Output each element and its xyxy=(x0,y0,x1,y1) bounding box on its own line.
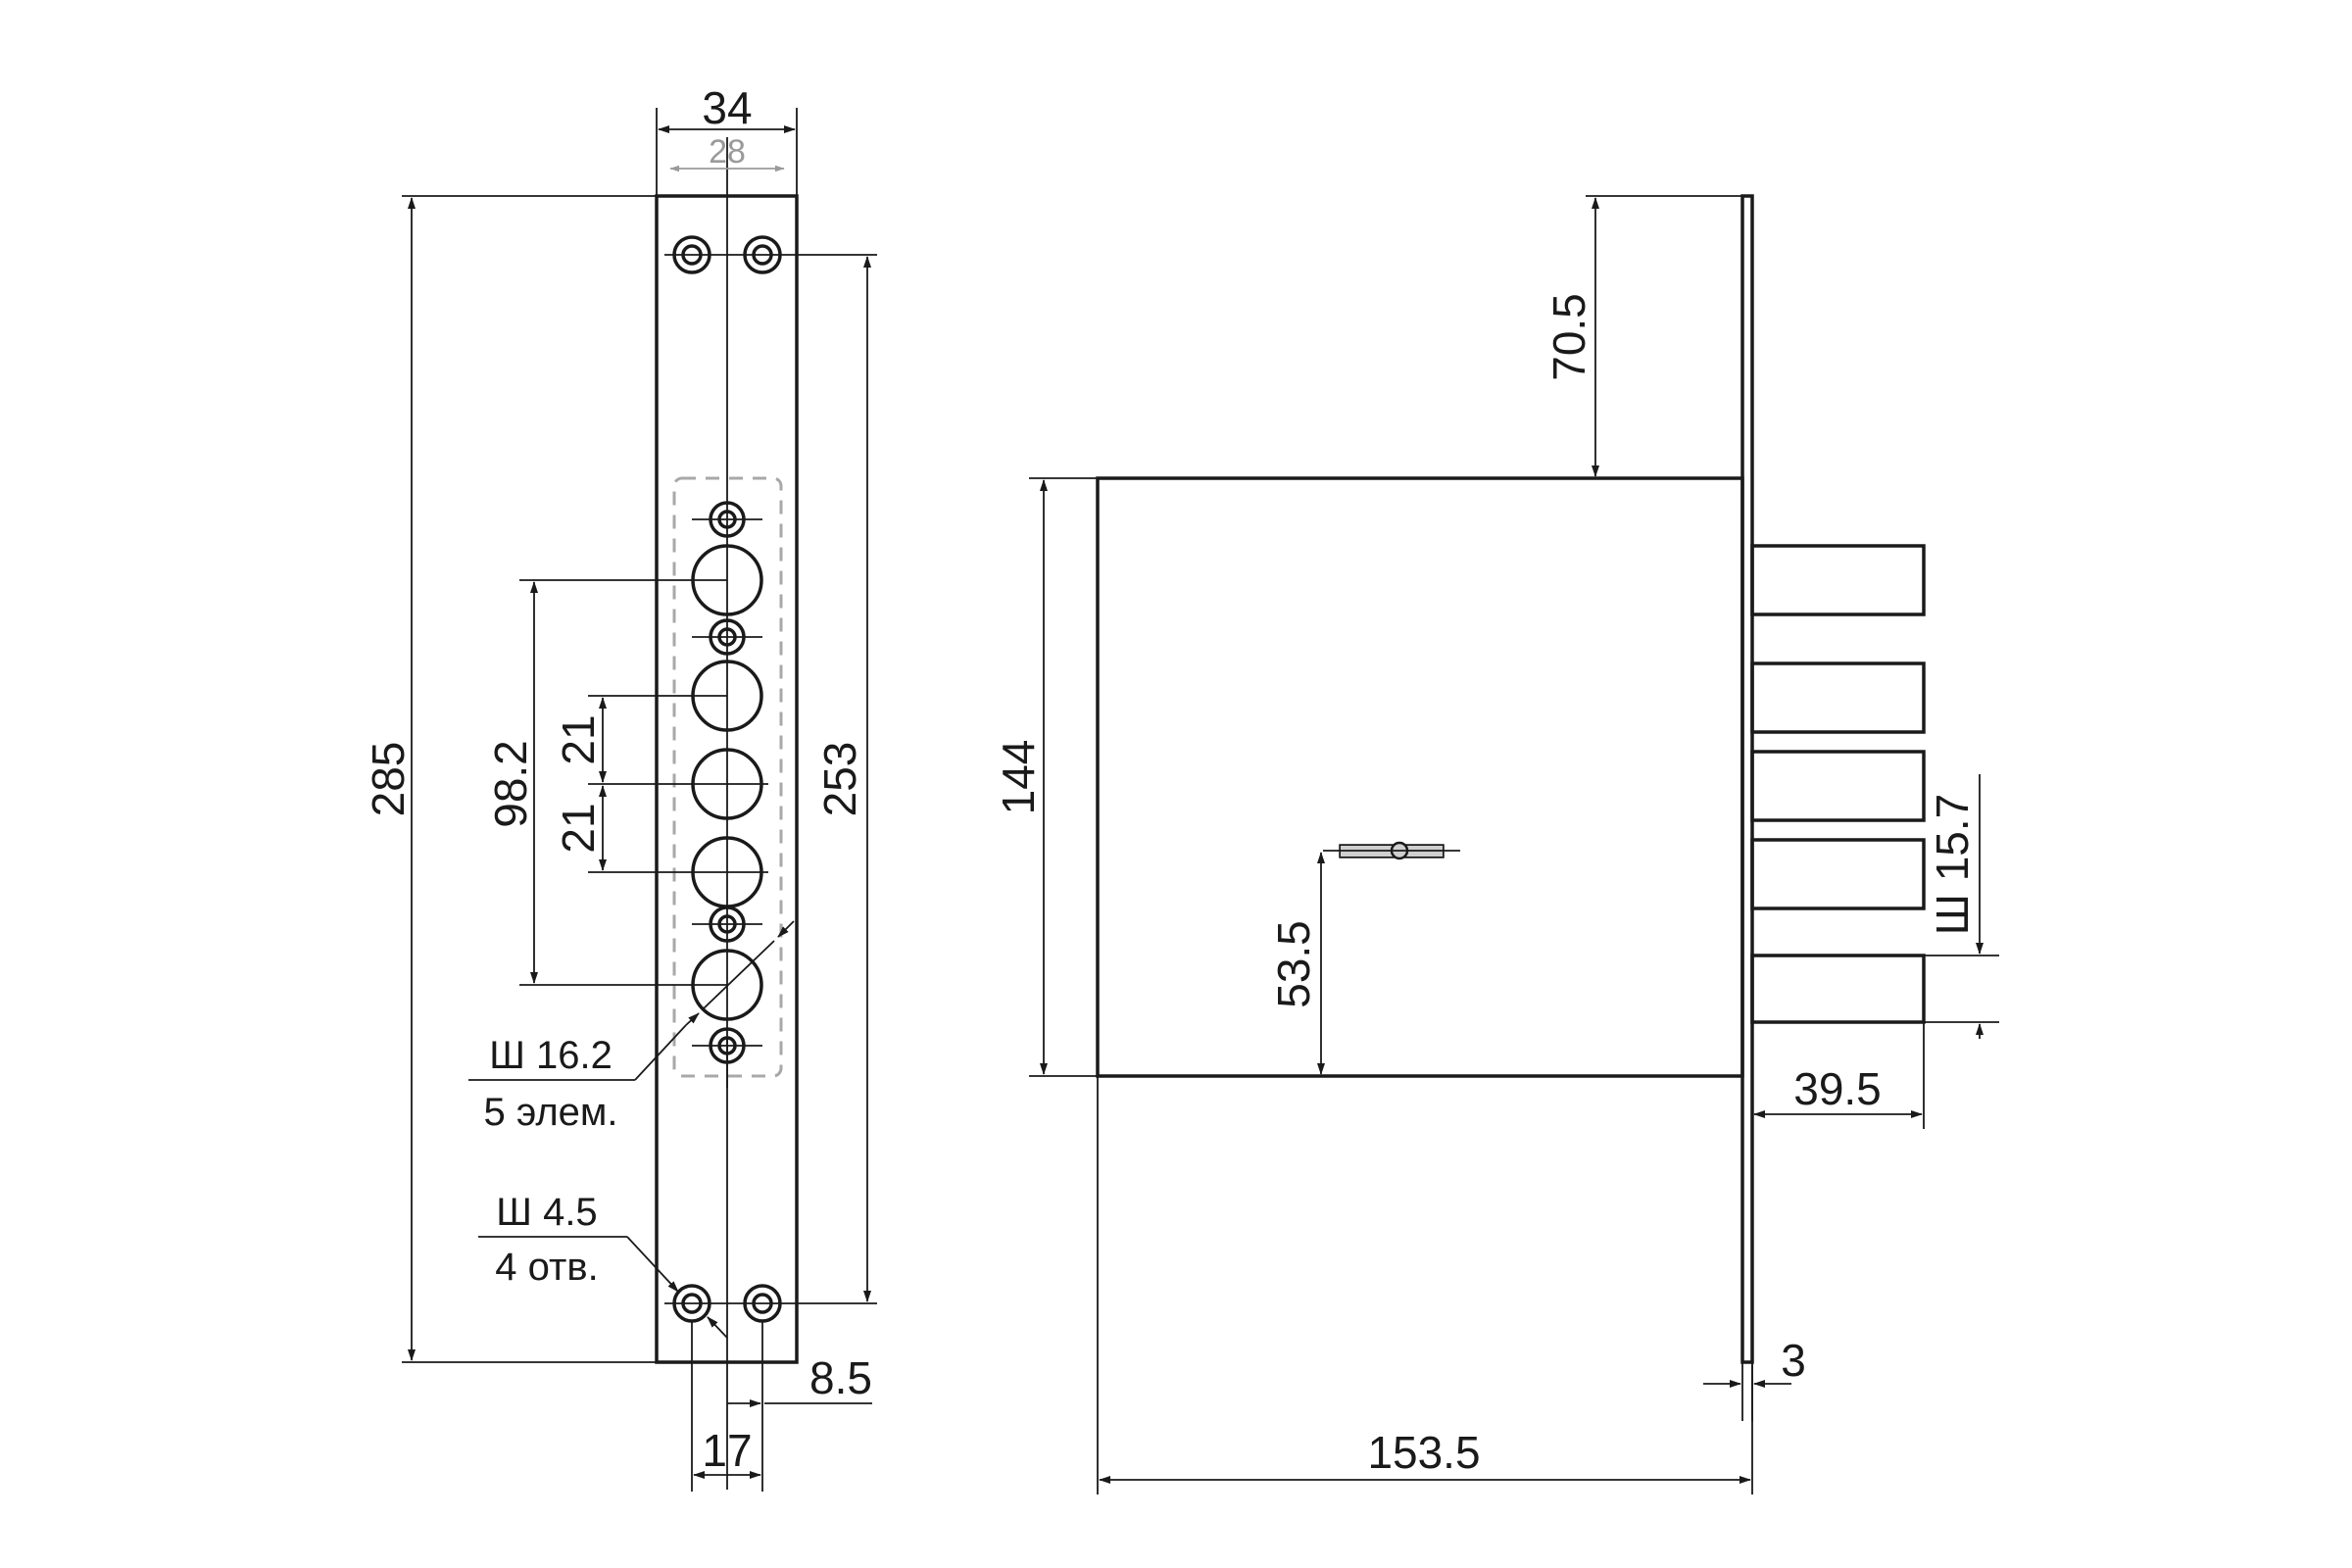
dim-body-depth: 153.5 xyxy=(1367,1427,1480,1478)
dim-top-offset: 70.5 xyxy=(1544,293,1594,381)
dim-width-inner: 28 xyxy=(709,133,746,171)
bolt-3 xyxy=(1750,750,1926,822)
side-view: 70.5 144 53.5 Ш 15.7 39.5 3 153.5 xyxy=(993,194,1999,1494)
note-bolt-diameter: Ш 16.2 xyxy=(489,1034,612,1077)
dim-bolt-throw: 39.5 xyxy=(1793,1063,1882,1114)
dim-body-height: 144 xyxy=(993,740,1044,815)
bolt-5 xyxy=(1750,954,1926,1024)
lock-body xyxy=(1096,476,1744,1078)
dim-bolt-span: 98.2 xyxy=(485,740,536,828)
bolt-1 xyxy=(1750,544,1926,616)
dim-height-total: 285 xyxy=(363,742,414,817)
dim-plate-thickness: 3 xyxy=(1781,1335,1806,1386)
dim-bolt-pitch-upper: 21 xyxy=(553,714,604,764)
dim-width-outer: 34 xyxy=(702,82,752,133)
dim-hole-offset: 8.5 xyxy=(809,1352,872,1403)
keyhole-icon xyxy=(1323,841,1460,860)
dim-bolt-pitch-lower: 21 xyxy=(553,803,604,853)
dim-key-height: 53.5 xyxy=(1268,920,1319,1008)
bolt-2 xyxy=(1750,662,1926,734)
note-bolt-count: 5 элем. xyxy=(483,1091,617,1134)
front-view: 34 28 285 253 98.2 21 21 Ш 16.2 5 элем. xyxy=(363,82,877,1492)
note-hole-diameter: Ш 4.5 xyxy=(496,1191,597,1234)
dim-hole-spacing: 17 xyxy=(702,1425,752,1476)
dim-height-holes: 253 xyxy=(814,742,865,817)
bolt-zone-dashed-outline xyxy=(672,476,783,1078)
dim-bolt-diameter: Ш 15.7 xyxy=(1927,794,1978,935)
bolt-4 xyxy=(1750,838,1926,910)
note-hole-count: 4 отв. xyxy=(495,1246,598,1289)
